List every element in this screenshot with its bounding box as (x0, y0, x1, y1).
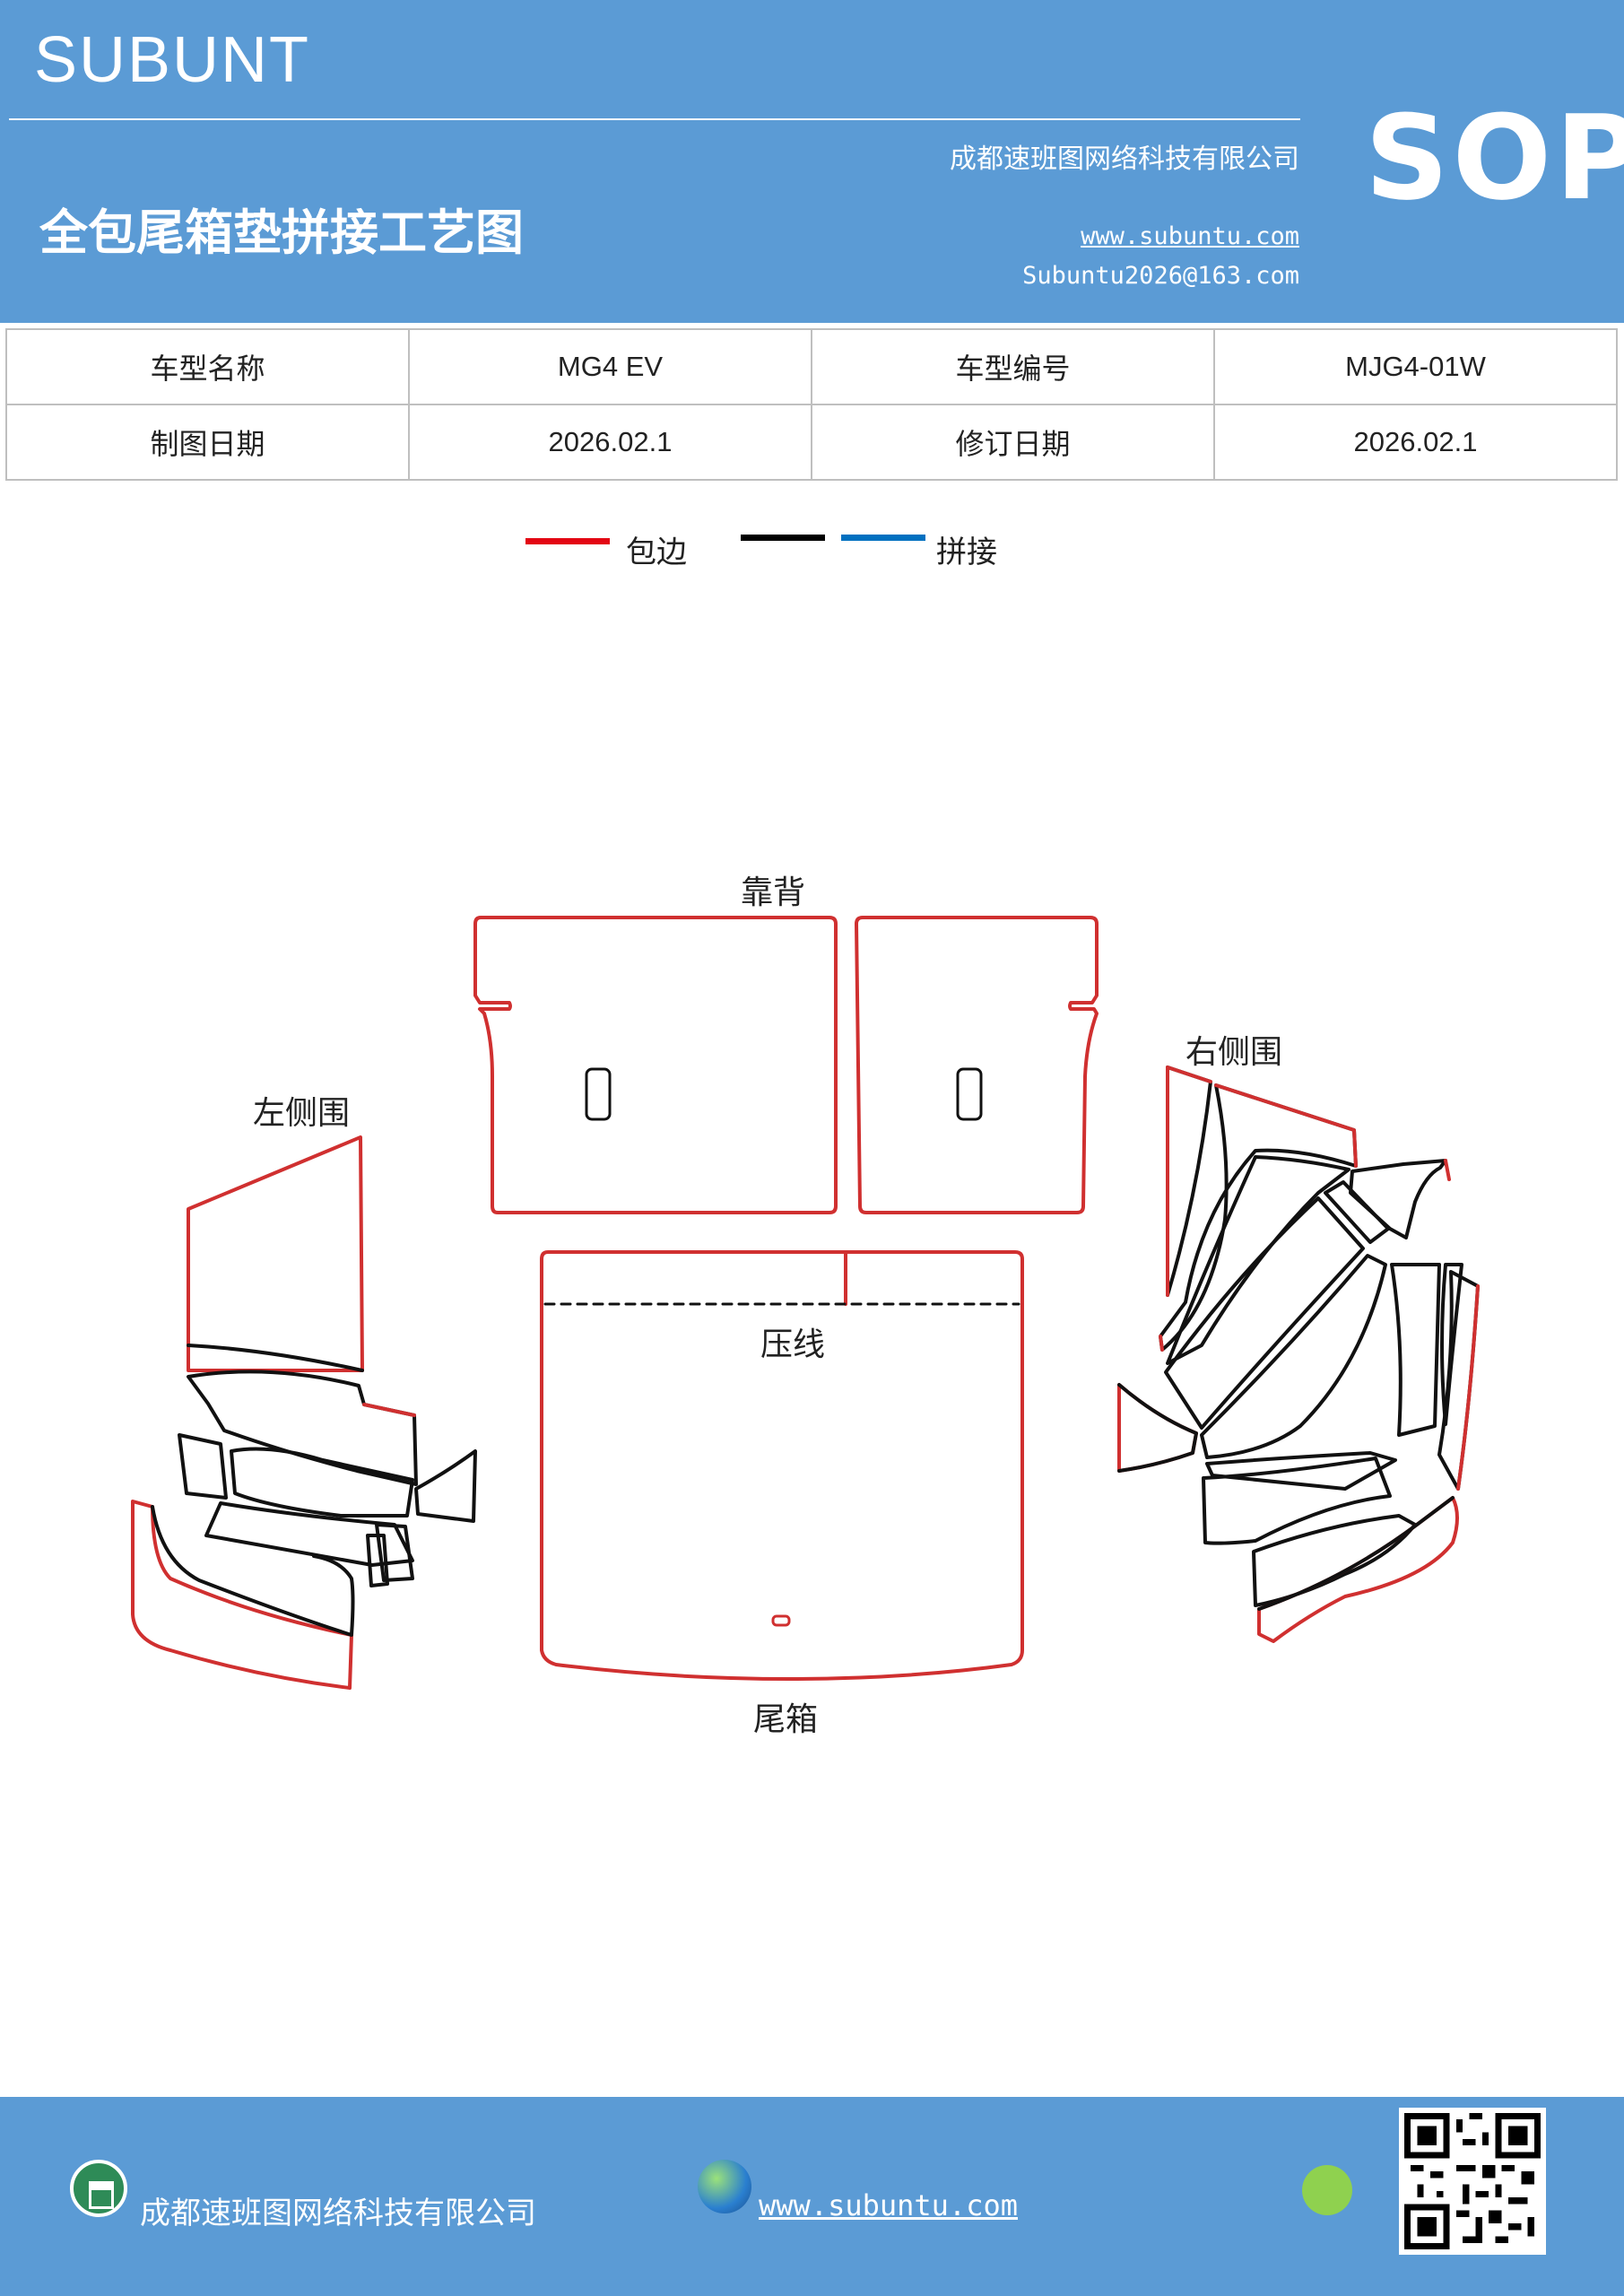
draw-date-label: 制图日期 (5, 404, 410, 481)
home-icon[interactable] (70, 2160, 127, 2217)
header-banner (0, 0, 1624, 323)
legend-edge-label: 包边 (626, 535, 687, 570)
right-side-lower-panel-seam (1257, 1496, 1455, 1611)
trunk-label: 尾箱 (753, 1701, 819, 1738)
vehicle-info-table: 车型名称 MG4 EV 车型编号 MJG4-01W 制图日期 2026.02.1… (5, 328, 1618, 481)
right-side-panel-l (1205, 1451, 1397, 1491)
revision-date-value: 2026.02.1 (1213, 404, 1618, 481)
wechat-icon[interactable] (1302, 2165, 1352, 2215)
footer-website-link[interactable]: www.subuntu.com (759, 2188, 1018, 2222)
left-side-panel-d (230, 1447, 414, 1518)
right-side-panel-f (1164, 1196, 1365, 1430)
press-line-label: 压线 (760, 1326, 826, 1363)
legend-join-label: 拼接 (936, 535, 997, 570)
legend: 包边 拼接 (0, 520, 1624, 574)
left-side-lower-panel (131, 1500, 353, 1690)
backrest-right-panel (855, 916, 1099, 1214)
globe-icon (698, 2160, 751, 2213)
right-side-panel-c (1166, 1155, 1350, 1365)
left-side-panel-b-edge (362, 1403, 416, 1417)
table-row: 制图日期 2026.02.1 修订日期 2026.02.1 (5, 404, 1618, 481)
left-side-panel-e (414, 1449, 477, 1523)
right-side-panel-b (1159, 1083, 1358, 1352)
left-side-panel-b (187, 1370, 418, 1486)
right-side-strip-a-edge (1166, 1065, 1212, 1297)
left-side-panel-g (375, 1523, 414, 1582)
qr-code-icon (1399, 2108, 1546, 2255)
revision-date-label: 修订日期 (811, 404, 1215, 481)
right-side-panel-m (1202, 1457, 1392, 1545)
backrest-label: 靠背 (741, 874, 806, 911)
right-side-panel-h (1390, 1263, 1441, 1437)
footer-banner (0, 2097, 1624, 2296)
left-side-upper-panel (187, 1135, 364, 1372)
model-code-label: 车型编号 (811, 328, 1215, 405)
right-side-strip-a (1166, 1065, 1212, 1297)
legend-black-line (741, 535, 825, 541)
legend-join-line (841, 535, 925, 541)
header-divider (9, 118, 1300, 120)
website-link[interactable]: www.subuntu.com (1081, 222, 1299, 250)
left-side-panel-f (204, 1501, 414, 1567)
backrest-left-slot (585, 1067, 612, 1121)
left-side-panel-h (366, 1534, 389, 1587)
document-title: 全包尾箱垫拼接工艺图 (39, 204, 524, 261)
right-side-panel-e (1324, 1180, 1390, 1244)
model-code-value: MJG4-01W (1213, 328, 1618, 405)
right-side-panel-b-edge (1159, 1083, 1358, 1352)
backrest-left-panel (473, 916, 838, 1214)
right-side-panel-k-seam (1117, 1383, 1198, 1473)
left-side-label: 左侧围 (253, 1095, 351, 1132)
trunk-hole (771, 1614, 791, 1627)
draw-date-value: 2026.02.1 (408, 404, 812, 481)
right-side-panel-j-edge (1456, 1284, 1480, 1491)
right-side-panel-g (1200, 1254, 1387, 1459)
company-name: 成都速班图网络科技有限公司 (950, 144, 1299, 175)
table-row: 车型名称 MG4 EV 车型编号 MJG4-01W (5, 328, 1618, 405)
left-side-upper-panel-seam (187, 1344, 364, 1372)
right-side-panel-d-edge (1444, 1159, 1451, 1181)
right-side-panel-d (1349, 1159, 1447, 1239)
email-address[interactable]: Subuntu2026@163.com (1022, 262, 1299, 290)
sop-badge: SOP (1365, 90, 1624, 226)
left-side-lower-panel-seam (151, 1505, 355, 1637)
trunk-main-panel (540, 1250, 1024, 1681)
right-side-label: 右侧围 (1185, 1034, 1283, 1071)
model-name-label: 车型名称 (5, 328, 410, 405)
legend-edge-line (525, 538, 610, 544)
backrest-right-slot (956, 1067, 983, 1121)
footer-company-name: 成都速班图网络科技有限公司 (140, 2196, 536, 2231)
model-name-value: MG4 EV (408, 328, 812, 405)
brand-name: SUBUNT (34, 24, 311, 96)
left-side-panel-c (178, 1433, 228, 1500)
